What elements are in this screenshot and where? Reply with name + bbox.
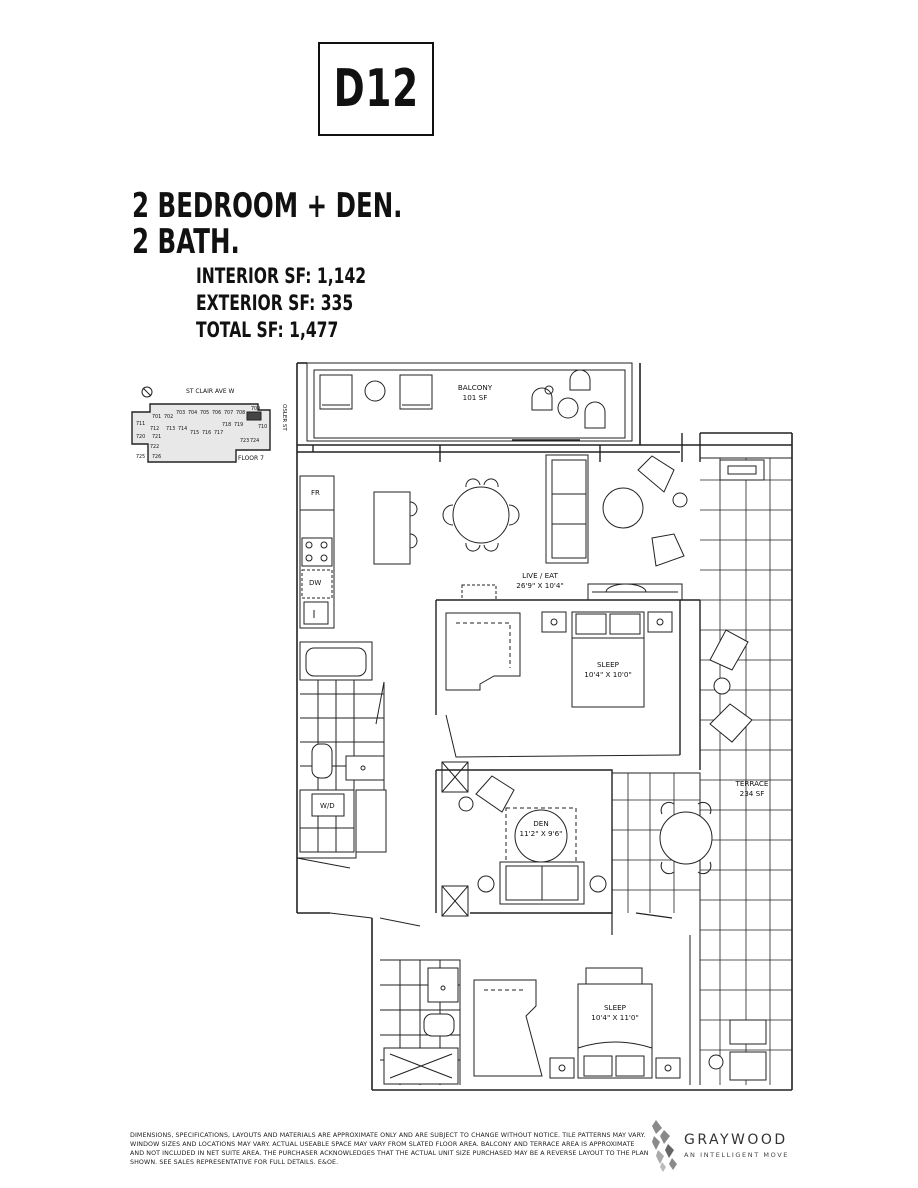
key-unit: 703 (176, 410, 185, 416)
key-unit: 708 (236, 410, 245, 416)
interior-sf: INTERIOR SF: 1,142 (196, 264, 367, 288)
balcony (306, 362, 633, 442)
sleep-1-size: 10'4" X 10'0" (584, 670, 632, 679)
key-unit: 709 (251, 406, 260, 412)
sleep-2-size: 10'4" X 11'0" (591, 1013, 639, 1022)
key-unit: 726 (152, 454, 161, 460)
bedroom-heading: 2 BEDROOM + DEN. (132, 186, 403, 226)
key-unit: 715 (190, 430, 199, 436)
key-unit: 701 (152, 414, 161, 420)
unit-code-box: D12 (318, 42, 434, 136)
exterior-sf: EXTERIOR SF: 335 (196, 291, 354, 315)
bedroom-1 (435, 599, 701, 770)
key-unit: 712 (150, 426, 159, 432)
key-unit: 716 (202, 430, 211, 436)
unit-code: D12 (333, 59, 419, 119)
key-plan-street-top: ST CLAIR AVE W (186, 388, 235, 395)
key-unit: 720 (136, 434, 145, 440)
fridge-label: FR (311, 489, 320, 497)
brand-name: GRAYWOOD (684, 1132, 788, 1148)
key-unit: 706 (212, 410, 221, 416)
key-unit: 711 (136, 421, 145, 427)
key-unit: 721 (152, 434, 161, 440)
den-size: 11'2" X 9'6" (520, 829, 563, 838)
dishwasher-label: DW (309, 579, 321, 587)
key-unit: 702 (164, 414, 173, 420)
total-sf: TOTAL SF: 1,477 (196, 318, 339, 342)
live-eat-size: 26'9" X 10'4" (516, 581, 564, 590)
bedroom-2 (329, 912, 691, 1085)
graywood-leaf-icon (652, 1120, 677, 1172)
terrace (611, 457, 792, 1085)
washer-dryer-label: W/D (320, 802, 335, 810)
key-unit: 717 (214, 430, 223, 436)
terrace-size: 234 SF (740, 789, 765, 798)
kitchen: FR DW (299, 475, 520, 629)
sleep-2-name: SLEEP (604, 1003, 627, 1012)
key-plan-street-side: OSLER ST (281, 404, 287, 431)
bathroom-1 (299, 641, 385, 790)
key-unit: 704 (188, 410, 197, 416)
key-unit: 705 (200, 410, 209, 416)
key-unit: 718 (222, 422, 231, 428)
key-plan-floor: FLOOR 7 (238, 455, 264, 462)
den-name: DEN (533, 819, 548, 828)
terrace-name: TERRACE (735, 779, 769, 788)
sleep-1-name: SLEEP (597, 660, 620, 669)
key-unit: 725 (136, 454, 145, 460)
key-unit: 710 (258, 424, 267, 430)
key-unit: 724 (250, 438, 259, 444)
graywood-logo: GRAYWOOD AN INTELLIGENT MOVE (650, 1116, 810, 1172)
key-plan: 701 702 703 704 705 706 707 708 709 710 … (131, 386, 287, 463)
brand-tagline: AN INTELLIGENT MOVE (684, 1151, 789, 1159)
disclaimer-text: DIMENSIONS, SPECIFICATIONS, LAYOUTS AND … (130, 1132, 649, 1166)
key-unit: 722 (150, 444, 159, 450)
living-area (545, 454, 688, 601)
balcony-name: BALCONY (458, 383, 493, 392)
key-unit: 723 (240, 438, 249, 444)
bath-heading: 2 BATH. (132, 222, 240, 262)
laundry: W/D (296, 789, 387, 869)
key-unit: 707 (224, 410, 233, 416)
key-unit: 719 (234, 422, 243, 428)
key-plan-unit-labels: 701 702 703 704 705 706 707 708 709 710 … (136, 406, 267, 460)
north-arrow-icon (141, 386, 153, 398)
unit-walls (296, 362, 793, 1091)
den (435, 761, 613, 917)
room-labels: BALCONY 101 SF LIVE / EAT 26'9" X 10'4" … (458, 383, 769, 1022)
key-unit: 714 (178, 426, 187, 432)
balcony-size: 101 SF (463, 393, 488, 402)
live-eat-name: LIVE / EAT (522, 571, 558, 580)
key-unit: 713 (166, 426, 175, 432)
